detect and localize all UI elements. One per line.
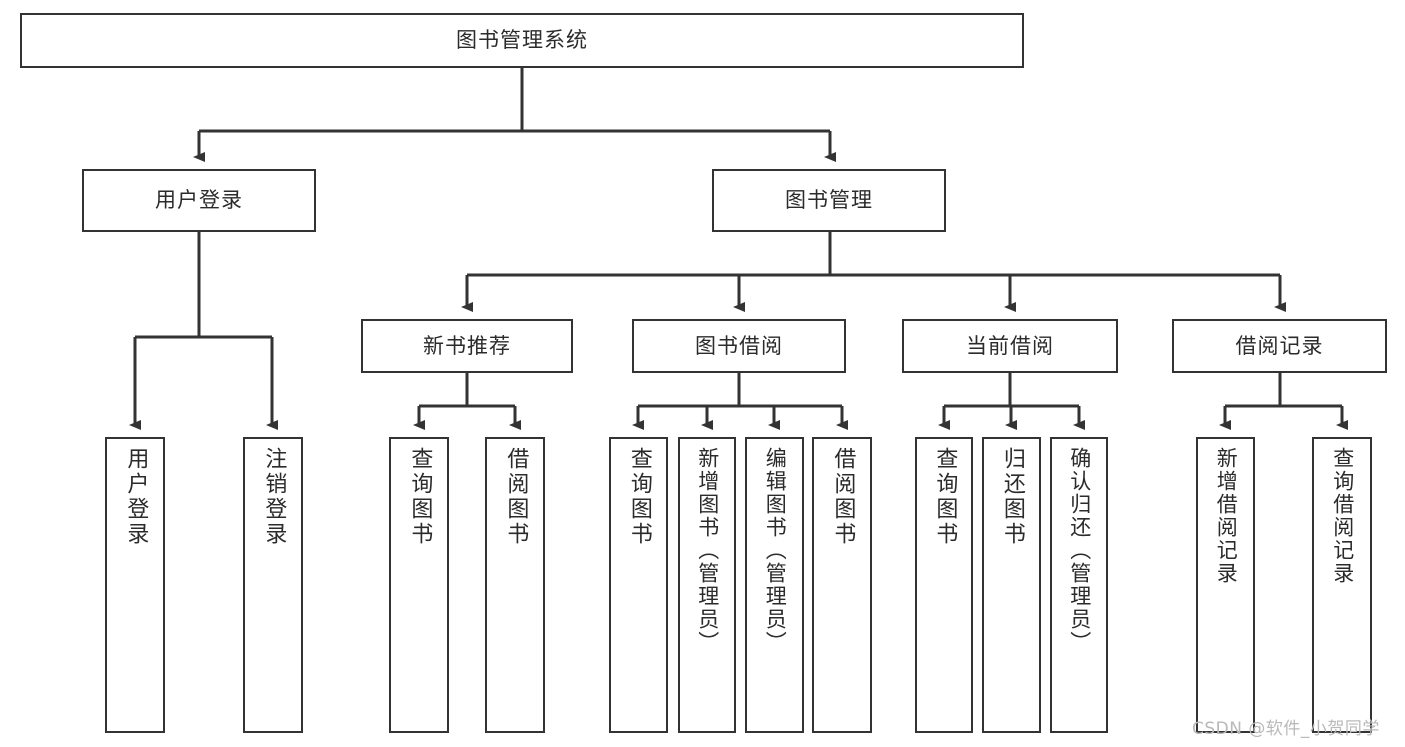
leaf-recommend-borrow-book[interactable]: 借阅图书 <box>485 437 545 733</box>
leaf-user-login-signin[interactable]: 用户登录 <box>105 437 165 733</box>
node-current-borrow[interactable]: 当前借阅 <box>902 319 1118 373</box>
node-label: 用户登录 <box>123 447 149 547</box>
node-label: 当前借阅 <box>966 333 1054 358</box>
node-label: 借阅记录 <box>1235 333 1324 358</box>
leaf-borrow-add-book-admin[interactable]: 新增图书（管理员） <box>678 437 736 733</box>
node-label: 归还图书 <box>999 447 1025 547</box>
leaf-recommend-query-book[interactable]: 查询图书 <box>389 437 449 733</box>
leaf-user-login-signout[interactable]: 注销登录 <box>243 437 303 733</box>
node-user-login[interactable]: 用户登录 <box>82 169 316 232</box>
node-label: 新书推荐 <box>423 333 511 358</box>
node-label: 注销登录 <box>261 447 287 547</box>
leaf-record-add-record[interactable]: 新增借阅记录 <box>1196 437 1255 733</box>
node-label: 编辑图书（管理员） <box>763 447 788 654</box>
node-label: 查询图书 <box>407 447 433 547</box>
node-label: 图书管理系统 <box>456 28 588 53</box>
csdn-watermark: CSDN @软件_小贺同学 <box>1192 719 1380 739</box>
leaf-record-query-record[interactable]: 查询借阅记录 <box>1312 437 1372 733</box>
node-label: 查询图书 <box>932 447 958 547</box>
node-label: 图书管理 <box>785 188 873 213</box>
node-borrow-record[interactable]: 借阅记录 <box>1172 319 1387 373</box>
node-book-management[interactable]: 图书管理 <box>712 169 946 232</box>
node-label: 新增图书（管理员） <box>695 447 720 654</box>
leaf-current-confirm-return-admin[interactable]: 确认归还（管理员） <box>1050 437 1108 733</box>
node-new-book-recommend[interactable]: 新书推荐 <box>361 319 573 373</box>
node-label: 查询图书 <box>626 447 652 547</box>
node-book-borrow[interactable]: 图书借阅 <box>632 319 846 373</box>
leaf-current-return-book[interactable]: 归还图书 <box>982 437 1041 733</box>
node-root-system[interactable]: 图书管理系统 <box>20 13 1024 68</box>
leaf-current-query-book[interactable]: 查询图书 <box>915 437 973 733</box>
node-label: 确认归还（管理员） <box>1067 447 1092 654</box>
leaf-borrow-edit-book-admin[interactable]: 编辑图书（管理员） <box>745 437 804 733</box>
leaf-borrow-borrow-book[interactable]: 借阅图书 <box>812 437 872 733</box>
node-label: 查询借阅记录 <box>1330 447 1355 585</box>
node-label: 借阅图书 <box>503 447 529 547</box>
node-label: 用户登录 <box>155 188 243 213</box>
node-label: 借阅图书 <box>830 447 856 547</box>
node-label: 新增借阅记录 <box>1214 447 1239 585</box>
leaf-borrow-query-book[interactable]: 查询图书 <box>609 437 668 733</box>
node-label: 图书借阅 <box>695 333 783 358</box>
